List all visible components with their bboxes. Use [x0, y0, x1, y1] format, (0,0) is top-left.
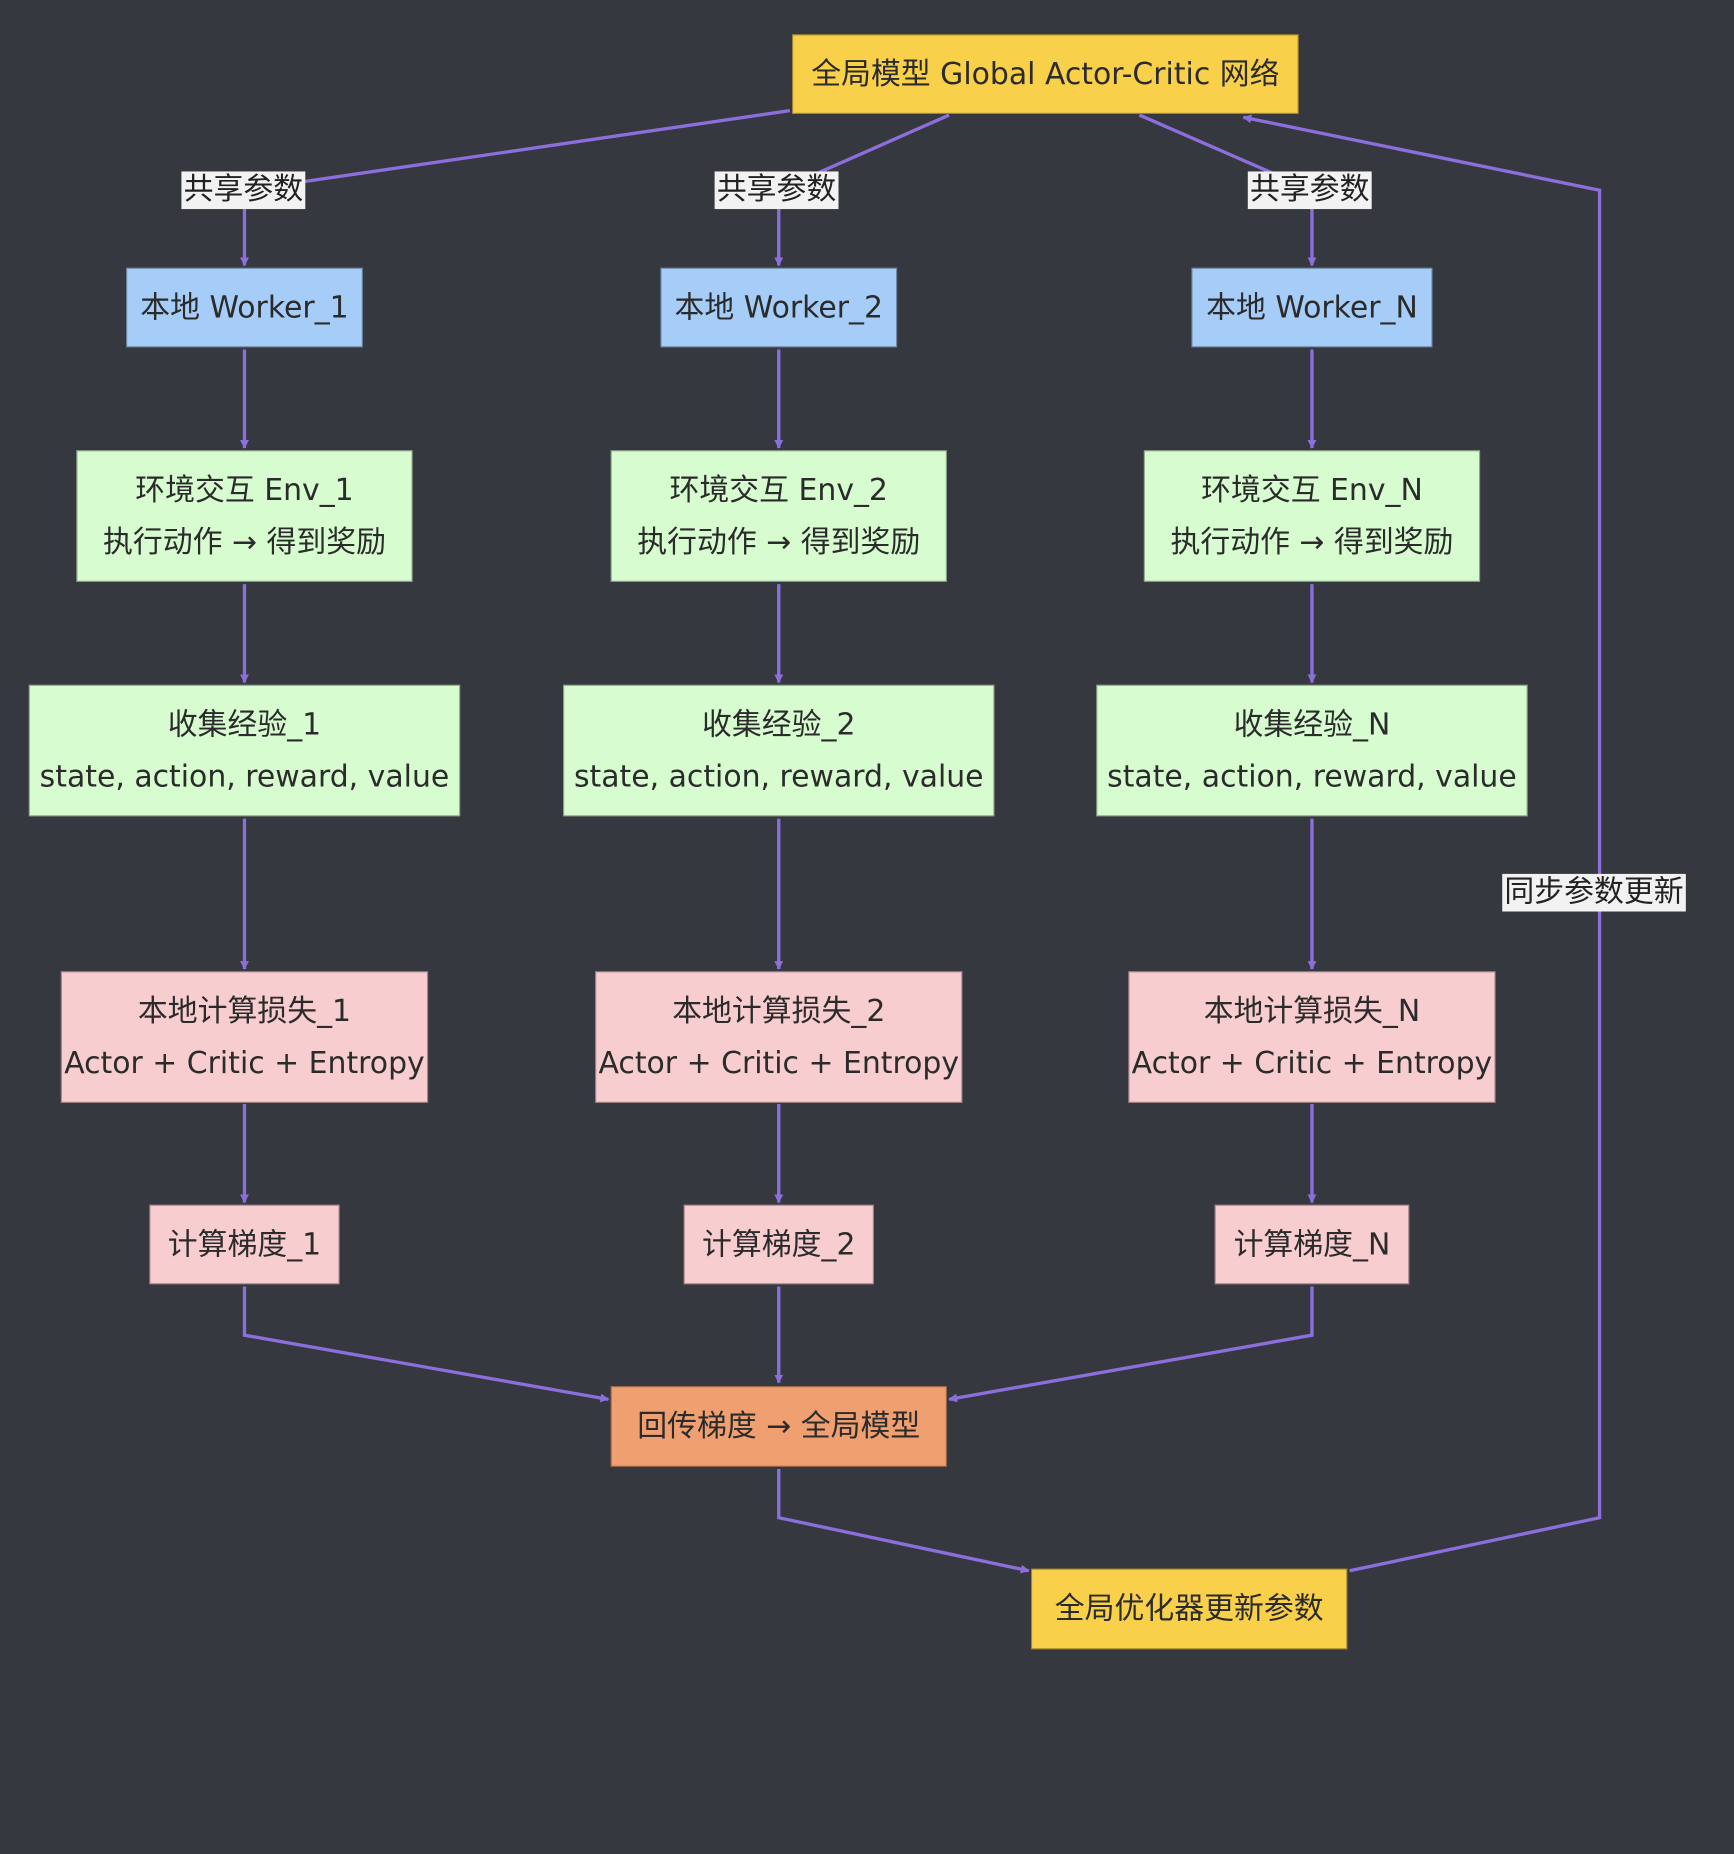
- node-env-1[interactable]: 环境交互 Env_1 执行动作 → 得到奖励: [76, 450, 413, 582]
- node-grad-1[interactable]: 计算梯度_1: [149, 1204, 340, 1285]
- node-collect-2-line2: state, action, reward, value: [573, 759, 984, 794]
- node-collect-n[interactable]: 收集经验_N state, action, reward, value: [1096, 684, 1528, 817]
- node-env-n[interactable]: 环境交互 Env_N 执行动作 → 得到奖励: [1143, 450, 1481, 582]
- node-collect-n-line2: state, action, reward, value: [1107, 759, 1517, 794]
- node-loss-2[interactable]: 本地计算损失_2 Actor + Critic + Entropy: [595, 971, 963, 1103]
- node-worker-1[interactable]: 本地 Worker_1: [126, 267, 363, 348]
- node-global-optimizer[interactable]: 全局优化器更新参数: [1030, 1568, 1348, 1650]
- node-grad-2-label: 计算梯度_2: [702, 1227, 856, 1262]
- node-env-2[interactable]: 环境交互 Env_2 执行动作 → 得到奖励: [610, 450, 947, 582]
- edges-layer: [240, 108, 1602, 1574]
- node-worker-2[interactable]: 本地 Worker_2: [660, 267, 898, 348]
- node-global-model[interactable]: 全局模型 Global Actor-Critic 网络: [792, 34, 1299, 114]
- node-global-model-label: 全局模型 Global Actor-Critic 网络: [811, 56, 1280, 92]
- node-env-n-line2: 执行动作 → 得到奖励: [1170, 524, 1454, 560]
- node-grad-2[interactable]: 计算梯度_2: [683, 1204, 874, 1285]
- edge-label-share-params-n: 共享参数: [1247, 171, 1372, 210]
- node-env-1-line1: 环境交互 Env_1: [135, 472, 354, 508]
- node-collect-n-line1: 收集经验_N: [1233, 707, 1391, 742]
- node-env-n-line1: 环境交互 Env_N: [1201, 472, 1423, 508]
- node-loss-n-line1: 本地计算损失_N: [1203, 993, 1421, 1029]
- node-worker-2-label: 本地 Worker_2: [674, 290, 883, 325]
- node-collect-2-line1: 收集经验_2: [702, 707, 856, 742]
- node-worker-n[interactable]: 本地 Worker_N: [1191, 267, 1433, 348]
- node-grad-n[interactable]: 计算梯度_N: [1214, 1204, 1410, 1285]
- node-global-optimizer-label: 全局优化器更新参数: [1054, 1591, 1324, 1627]
- node-worker-n-label: 本地 Worker_N: [1206, 290, 1418, 325]
- node-push-gradients-label: 回传梯度 → 全局模型: [637, 1409, 921, 1444]
- edge-label-sync-update: 同步参数更新: [1502, 873, 1686, 912]
- edge-optimizer-to-global: [1242, 114, 1602, 1573]
- edge-global-to-worker-1: [240, 108, 791, 267]
- node-collect-2[interactable]: 收集经验_2 state, action, reward, value: [563, 684, 995, 817]
- edge-grad-1-to-push: [242, 1286, 610, 1403]
- node-loss-2-line1: 本地计算损失_2: [672, 993, 886, 1029]
- edge-grad-n-to-push: [948, 1286, 1314, 1403]
- node-loss-n[interactable]: 本地计算损失_N Actor + Critic + Entropy: [1128, 971, 1496, 1103]
- node-loss-1-line1: 本地计算损失_1: [137, 993, 352, 1029]
- node-collect-1[interactable]: 收集经验_1 state, action, reward, value: [28, 684, 461, 817]
- node-loss-1-line2: Actor + Critic + Entropy: [64, 1045, 425, 1081]
- node-loss-1[interactable]: 本地计算损失_1 Actor + Critic + Entropy: [60, 971, 429, 1103]
- node-collect-1-line2: state, action, reward, value: [39, 759, 450, 794]
- node-env-2-line2: 执行动作 → 得到奖励: [637, 524, 921, 560]
- node-worker-1-label: 本地 Worker_1: [140, 290, 349, 325]
- node-loss-n-line2: Actor + Critic + Entropy: [1131, 1045, 1493, 1081]
- node-env-2-line1: 环境交互 Env_2: [669, 472, 888, 508]
- node-collect-1-line1: 收集经验_1: [167, 707, 322, 742]
- node-grad-1-label: 计算梯度_1: [167, 1227, 322, 1262]
- node-loss-2-line2: Actor + Critic + Entropy: [598, 1045, 960, 1081]
- edge-push-to-optimizer: [777, 1469, 1030, 1574]
- edge-label-share-params-1: 共享参数: [181, 171, 306, 210]
- node-grad-n-label: 计算梯度_N: [1233, 1227, 1391, 1262]
- edge-label-share-params-2: 共享参数: [714, 171, 839, 210]
- node-env-1-line2: 执行动作 → 得到奖励: [102, 524, 386, 560]
- node-push-gradients[interactable]: 回传梯度 → 全局模型: [610, 1386, 947, 1467]
